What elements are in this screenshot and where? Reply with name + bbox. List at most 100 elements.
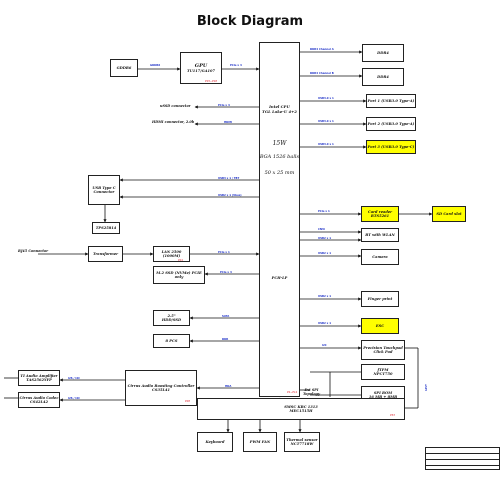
esc-bus-label: USB2 x 1 (318, 322, 332, 325)
title-block-row-3 (426, 460, 499, 466)
pwm-fan-label: PWM FAN (249, 439, 271, 444)
audio-codec-left-block: Cirrus Audio Codec CS42L42 (18, 392, 60, 408)
pcie-lan-bus-label: PCIe x 1 (218, 251, 230, 254)
thermal-sensor-block: Thermal sensor NCT7718W (284, 432, 320, 452)
gpu-block: GPU TU117/GA107 (180, 52, 222, 84)
usb-c-bus-label: USB3.0 x 1 (318, 143, 334, 146)
sata-bus-label: SATA (222, 315, 230, 318)
m2-ssd-label: M.2 SSD (NVMe) PCIE only (156, 270, 202, 279)
title-block-row-2 (426, 454, 499, 460)
ssd-connector-label: uSSD connector (160, 104, 191, 108)
drawing-title-block (425, 447, 500, 470)
touchpad-label: Precision Touchpad Click Pad (363, 345, 403, 354)
wlan-usb-bus-label: USB2 x 1 (318, 237, 332, 240)
audio-codec-left-label: Cirrus Audio Codec CS42L42 (19, 395, 59, 404)
pcie-ssd2-bus-label: PCIe x 4 (220, 271, 232, 274)
fingerprint-block: Finger print (361, 291, 399, 307)
ddr-top-block-1: DDR4 (362, 44, 404, 62)
amplifier-label: TI Audio Amplifier TAS2562YFP (20, 373, 58, 382)
keyboard-label: Keyboard (205, 439, 225, 444)
sd-slot-label: SD Card slot (436, 211, 462, 216)
card-reader-sub: RTS5261 (370, 214, 390, 218)
ec-page-ref: P33 (390, 414, 395, 417)
gpu-mem-bus-label: GDDR6 (150, 64, 161, 67)
cpu-line1: Intel CPU (269, 104, 290, 109)
audio-controller-sub: CS35L41 (152, 388, 170, 392)
transformer-block: Transformer (88, 246, 123, 262)
usb-a1-bus-label: USB3.0 x 1 (318, 97, 334, 100)
lan-page-ref: P24 (178, 259, 183, 262)
typec-bus-2: USB2 x 1 (Vbus) (218, 194, 242, 197)
usb-typec-connector-label: USB Type C Connector (92, 185, 116, 194)
gpu-page-ref: P15~P18 (205, 80, 217, 83)
rj45-text: RJ45 Connector (18, 249, 49, 253)
title-block-row-1 (426, 448, 499, 454)
card-reader-label: Card reader (367, 209, 393, 214)
pwm-fan-block: PWM FAN (243, 432, 277, 452)
card-reader-block: Card reader RTS5261 (361, 206, 399, 222)
tpm-label: fTPM (377, 367, 389, 372)
memory-block: 8 PCS (153, 334, 190, 348)
ddr-top-label-2: DDR4 (377, 74, 389, 79)
usb-port-2-label: Port 2 (USB3.0 Type-A) (367, 121, 415, 126)
ddr-top-block-2: DDR4 (362, 68, 404, 86)
typec-bus-1: USB3 x 1 / TBT (218, 177, 240, 180)
i2s-bus-label-2: I2S / I2C (68, 397, 81, 400)
cpu-size: 50 x 25 mm (264, 170, 295, 176)
ec-sub: MEC1515H (289, 409, 313, 413)
transformer-label: Transformer (92, 251, 119, 256)
hdd-label: 2.5" (167, 313, 176, 318)
usb-port-3-label: Port 3 (USB3.0 Type-C) (367, 144, 415, 149)
spi-topology-line2: Topology (303, 392, 320, 397)
tps-label: TPS25814 (95, 225, 117, 230)
ddr-top-label-1: DDR4 (377, 50, 389, 55)
thermal-sensor-label: Thermal sensor (286, 437, 318, 442)
gpu-sub-label: TU117/GA107 (187, 68, 215, 73)
m2-ssd-block: M.2 SSD (NVMe) PCIE only (153, 266, 205, 284)
cpu-pch: PCH-LP (271, 276, 288, 280)
gpu-label: GPU (194, 62, 208, 69)
ddr-a-bus-label: DDR4 Channel A (310, 48, 334, 51)
ddr-block-left: GDDR6 (110, 59, 138, 77)
ddr-b-bus-label: DDR4 Channel B (310, 72, 334, 75)
sd-slot-block: SD Card slot (432, 206, 466, 222)
memory-label: 8 PCS (165, 338, 178, 343)
camera-label: Camera (372, 254, 388, 259)
rj45-label: RJ45 Connector (18, 249, 48, 253)
cpu-text-1: Intel CPU TGL Lake-U 4+2 (259, 104, 300, 114)
tps-block: TPS25814 (92, 222, 120, 234)
usb-port-3-block: Port 3 (USB3.0 Type-C) (366, 140, 416, 154)
hdmi-bus-label: HDMI (224, 121, 232, 124)
spi-rom-label: SPI ROM (373, 390, 393, 395)
bt-wlan-label: BT with WLAN (365, 232, 395, 237)
thermal-sensor-sub: NCT7718W (290, 442, 314, 446)
hda-bus-label: HDA (225, 385, 232, 388)
cam-bus-label: USB2 x 1 (318, 252, 332, 255)
hdmi-connector-label: HDMI connector, 2.0b (152, 120, 195, 124)
spi-topology-label: Ext SPI Topology (303, 388, 320, 396)
spi-rom-sub: 16 MB + 8MB (368, 395, 398, 399)
ram-bus-label: DDR (222, 338, 229, 341)
usb-typec-connector-block: USB Type C Connector (88, 175, 120, 205)
esc-block: ESC (361, 318, 399, 334)
esc-label: ESC (375, 323, 385, 328)
i2c-bus-label: I2C (322, 344, 327, 347)
touchpad-block: Precision Touchpad Click Pad (361, 340, 405, 360)
hdd-sub-label: HDD/SSD (161, 318, 182, 322)
usb-port-1-block: Port 1 (USB3.0 Type-A) (366, 94, 416, 108)
ssd-bus-label: PCIe x 4 (218, 104, 230, 107)
cpu-block (259, 42, 300, 397)
audio-page-ref: P28 (185, 400, 190, 403)
usb-a2-bus-label: USB3.0 x 1 (318, 120, 334, 123)
cpu-line2: TGL Lake-U 4+2 (262, 109, 297, 114)
spi-topology-line1: Ext SPI (304, 388, 319, 392)
keyboard-block: Keyboard (197, 432, 233, 452)
lan-label: LAN 2500 (1000M) (161, 249, 182, 258)
tpm-sub: NPCT750 (373, 372, 393, 376)
cnvi-bus-label: CNVi (318, 228, 325, 231)
pcie-gpu-bus-label: PCIe x 4 (230, 64, 242, 67)
audio-controller-block: Cirrus Audio Boosting Controller CS35L41 (125, 370, 197, 406)
espi-bus-label: eSPI (423, 384, 427, 391)
hdd-block: 2.5" HDD/SSD (153, 310, 190, 326)
